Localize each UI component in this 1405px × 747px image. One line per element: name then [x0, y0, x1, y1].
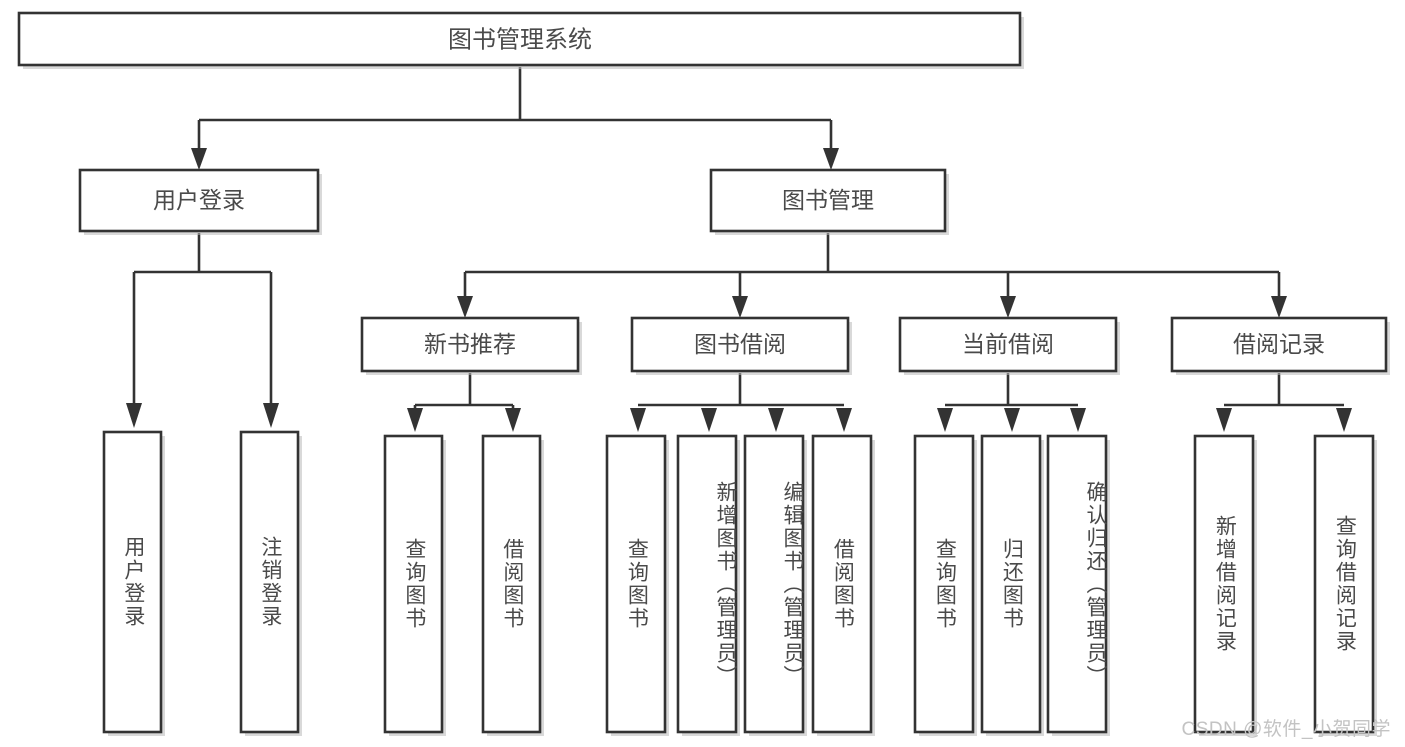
borrow-label: 图书借阅	[694, 331, 786, 357]
record-label: 借阅记录	[1233, 331, 1325, 357]
arrow-head-leaf-user-logout	[263, 403, 279, 428]
node-record[interactable]: 借阅记录	[1170, 316, 1390, 375]
arrow-head-leaf-record-add	[1216, 408, 1232, 432]
arrow-head-login	[191, 148, 207, 170]
connectors-newbook-to-leaves	[407, 373, 521, 432]
leaf-borrow-lend-box	[811, 434, 873, 734]
bookmgmt-box	[709, 168, 947, 233]
root-box	[17, 11, 1022, 67]
newbook-label: 新书推荐	[424, 331, 516, 357]
connectors-login-to-leaves	[126, 233, 279, 428]
newbook-box	[360, 316, 580, 373]
node-leaf-current-return[interactable]	[980, 434, 1044, 736]
leaf-current-confirm-box	[1046, 434, 1108, 734]
leaf-borrow-add-box	[676, 434, 738, 734]
arrow-head-bookmgmt	[823, 148, 839, 170]
leaf-newbook-query-box	[383, 434, 444, 734]
login-label: 用户登录	[153, 187, 245, 213]
arrow-head-leaf-newbook-query	[407, 408, 423, 432]
arrow-head-borrow	[732, 296, 748, 318]
connectors-current-to-leaves	[937, 373, 1086, 432]
connectors-bookmgmt-to-level2	[457, 233, 1287, 318]
node-leaf-borrow-add[interactable]	[676, 434, 740, 736]
arrow-head-leaf-record-query	[1336, 408, 1352, 432]
node-leaf-newbook-query[interactable]	[383, 434, 446, 736]
node-leaf-record-query[interactable]	[1313, 434, 1377, 736]
node-login[interactable]: 用户登录	[78, 168, 322, 235]
leaf-newbook-borrow-box	[481, 434, 542, 734]
node-leaf-newbook-borrow[interactable]	[481, 434, 544, 736]
node-current[interactable]: 当前借阅	[898, 316, 1120, 375]
node-leaf-user-login[interactable]	[102, 430, 165, 736]
node-leaf-current-confirm[interactable]	[1046, 434, 1110, 736]
borrow-box	[630, 316, 850, 373]
connectors-borrow-to-leaves	[630, 373, 852, 432]
node-leaf-record-add[interactable]	[1193, 434, 1257, 736]
node-leaf-borrow-lend[interactable]	[811, 434, 875, 736]
node-leaf-current-query[interactable]	[913, 434, 977, 736]
arrow-head-leaf-current-confirm	[1070, 408, 1086, 432]
arrow-head-leaf-user-login	[126, 403, 142, 428]
arrow-head-leaf-borrow-query	[630, 408, 646, 432]
leaf-borrow-query-box	[605, 434, 667, 734]
node-borrow[interactable]: 图书借阅	[630, 316, 852, 375]
arrow-head-leaf-borrow-edit	[768, 408, 784, 432]
connectors-root-to-level1	[191, 67, 839, 170]
leaf-record-add-box	[1193, 434, 1255, 734]
arrow-head-current	[1000, 296, 1016, 318]
arrow-head-leaf-current-query	[937, 408, 953, 432]
login-box	[78, 168, 320, 233]
leaf-borrow-edit-box	[743, 434, 805, 734]
node-leaf-borrow-query[interactable]	[605, 434, 669, 736]
arrow-head-leaf-borrow-lend	[836, 408, 852, 432]
node-leaf-borrow-edit[interactable]	[743, 434, 807, 736]
root-label: 图书管理系统	[448, 26, 592, 53]
leaf-current-query-box	[913, 434, 975, 734]
arrow-head-record	[1271, 296, 1287, 318]
bookmgmt-label: 图书管理	[782, 187, 874, 213]
arrow-head-leaf-current-return	[1004, 408, 1020, 432]
arrow-head-newbook	[457, 296, 473, 318]
node-root[interactable]: 图书管理系统	[17, 11, 1024, 69]
connectors-record-to-leaves	[1216, 373, 1352, 432]
node-bookmgmt[interactable]: 图书管理	[709, 168, 949, 235]
node-leaf-user-logout[interactable]	[239, 430, 302, 736]
watermark: CSDN @软件_小贺同学	[1181, 719, 1391, 740]
current-box	[898, 316, 1118, 373]
leaf-user-login-box	[102, 430, 163, 734]
leaf-user-logout-box	[239, 430, 300, 734]
current-label: 当前借阅	[962, 331, 1054, 357]
leaf-current-return-box	[980, 434, 1042, 734]
arrow-head-leaf-newbook-borrow	[505, 408, 521, 432]
record-box	[1170, 316, 1388, 373]
arrow-head-leaf-borrow-add	[701, 408, 717, 432]
leaf-record-query-box	[1313, 434, 1375, 734]
node-newbook[interactable]: 新书推荐	[360, 316, 582, 375]
